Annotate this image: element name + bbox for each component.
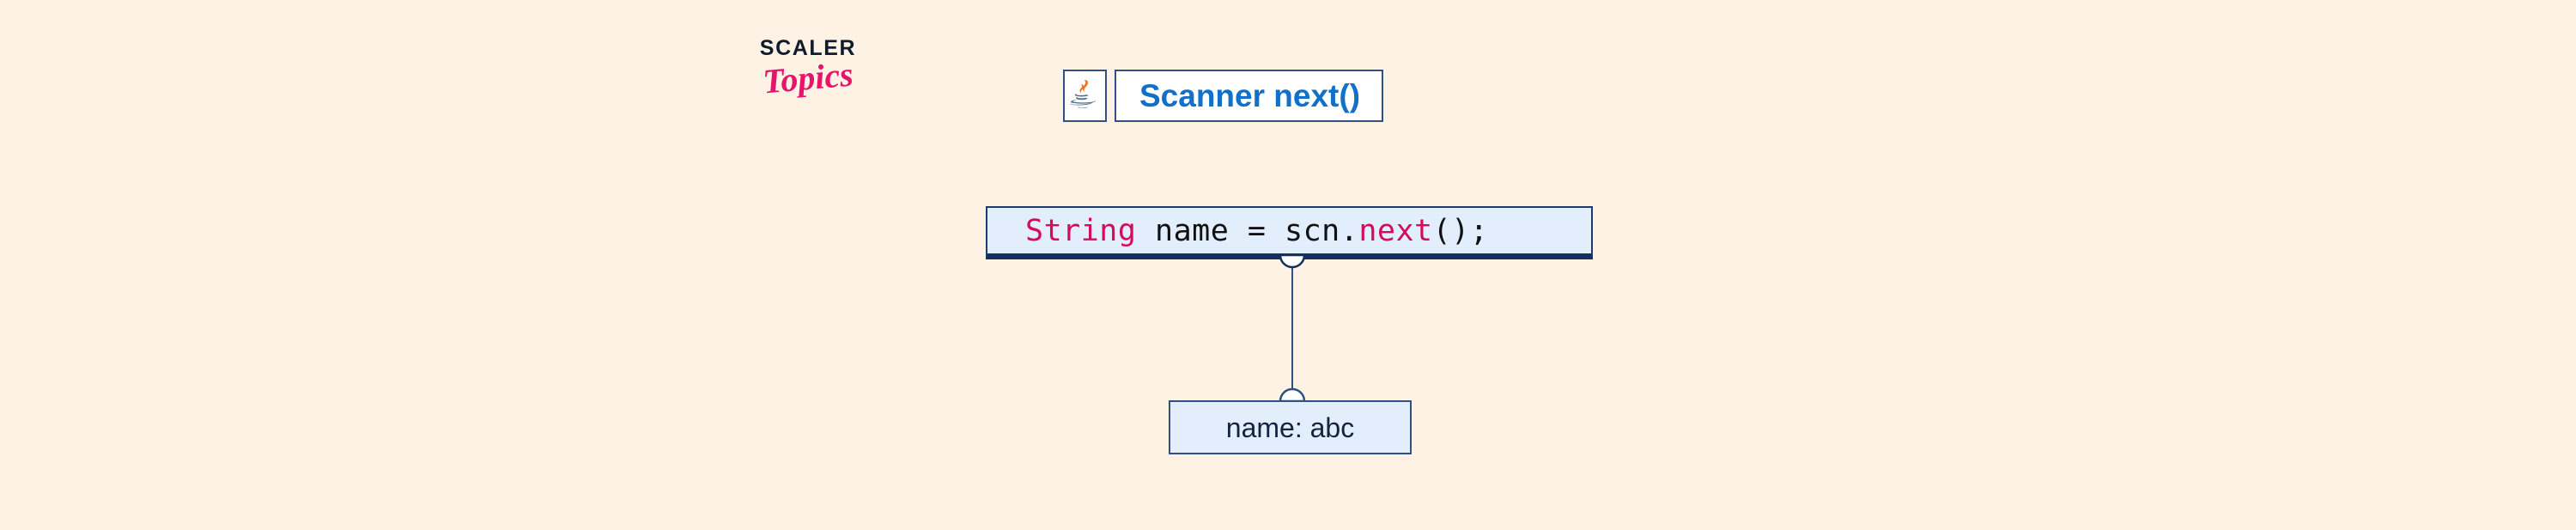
code-statement-text: String name = scn.next(); bbox=[1025, 214, 1488, 248]
java-code-statement-box: String name = scn.next(); bbox=[986, 206, 1593, 259]
scanner-title-box: Scanner next() bbox=[1115, 70, 1384, 122]
code-to-value-connector bbox=[1279, 254, 1306, 403]
header-row: Scanner next() bbox=[1063, 70, 1384, 122]
code-token-plain: (); bbox=[1432, 213, 1489, 248]
page-title: Scanner next() bbox=[1139, 78, 1361, 113]
code-token-plain: name = scn. bbox=[1136, 213, 1359, 248]
variable-value-label: name: abc bbox=[1225, 411, 1355, 443]
logo-scaler-wordmark: SCALER bbox=[759, 36, 857, 60]
java-logo-box bbox=[1063, 70, 1107, 122]
java-coffee-cup-icon bbox=[1069, 77, 1101, 115]
code-token-method-name: next bbox=[1358, 213, 1433, 248]
logo-topics-wordmark: Topics bbox=[761, 54, 855, 101]
code-token-type-keyword: String bbox=[1025, 213, 1137, 248]
variable-value-box: name: abc bbox=[1169, 400, 1412, 454]
connector-endpoint-bottom-icon bbox=[1279, 387, 1306, 403]
scaler-topics-logo: SCALER Topics bbox=[752, 38, 864, 107]
